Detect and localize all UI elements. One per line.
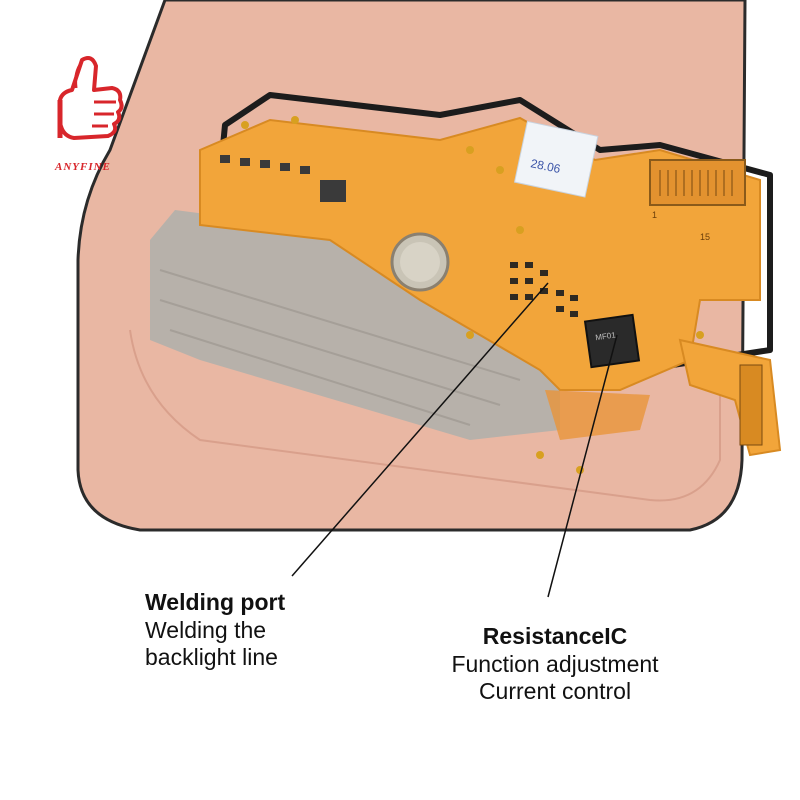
- welding-port-label: Welding port Welding the backlight line: [145, 589, 285, 672]
- flex-lower-strip: [545, 390, 650, 440]
- resistance-ic-desc-line-1: Function adjustment: [451, 650, 659, 677]
- welding-port-desc-line-2: backlight line: [145, 644, 278, 671]
- resistance-ic-title: ResistanceIC: [482, 623, 628, 649]
- top-connector: [649, 159, 746, 206]
- side-connector: [739, 364, 763, 446]
- welding-port-pads: [510, 262, 578, 317]
- welding-port-title: Welding port: [145, 589, 286, 615]
- metal-shield: [150, 210, 560, 440]
- welding-port-desc-line-1: Welding the: [145, 616, 267, 643]
- resistance-ic-chip: [583, 313, 641, 369]
- anyfine-thumbs-up-logo: [57, 56, 124, 140]
- top-connector-pins: [659, 170, 733, 196]
- date-sticker-text: 28.06: [529, 156, 562, 176]
- resistance-ic-desc-line-2: Current control: [478, 678, 632, 705]
- component-row-top: [220, 155, 346, 202]
- brand-name: ANYFINE: [55, 161, 111, 173]
- welding-callout-line: [291, 282, 549, 577]
- resistance-ic-label: ResistanceIC Function adjustment Current…: [420, 623, 690, 706]
- connector-number-15: 15: [700, 232, 710, 242]
- connector-number-1: 1: [652, 210, 657, 220]
- round-pad-inner: [400, 242, 440, 282]
- display-panel-edge: [129, 329, 721, 502]
- pcb-test-points: [241, 116, 704, 474]
- resistance-ic-marking: MF01: [595, 330, 617, 342]
- date-sticker: 28.06: [513, 120, 599, 198]
- metal-shield-texture: [159, 269, 521, 426]
- resistance-callout-line: [547, 334, 618, 598]
